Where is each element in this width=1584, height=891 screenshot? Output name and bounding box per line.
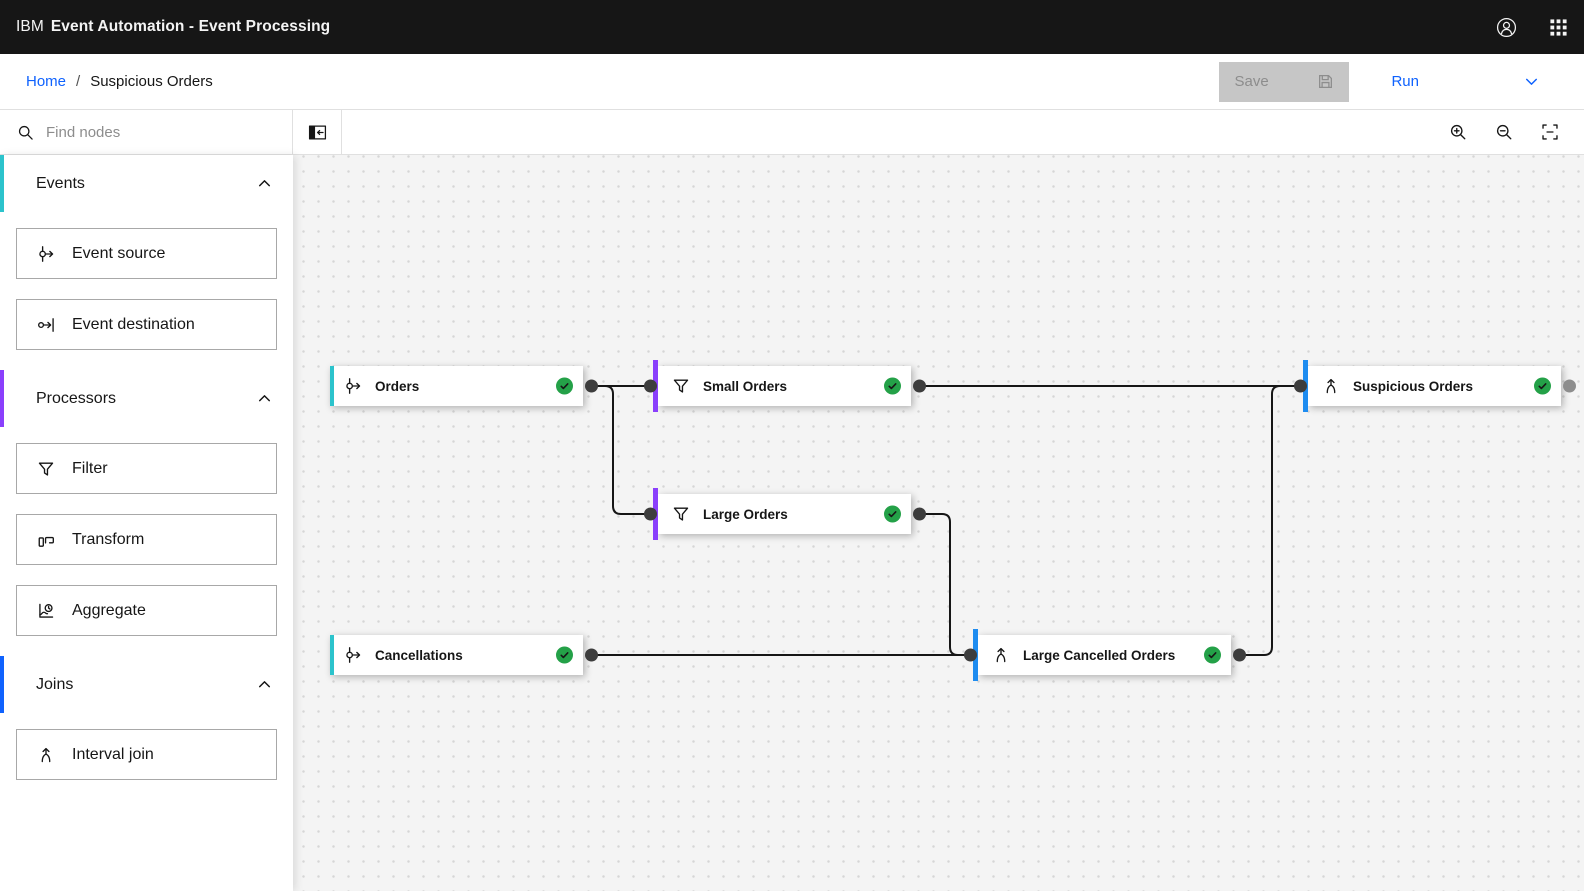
run-button[interactable]: Run [1391,73,1419,90]
palette-item-transform[interactable]: Transform [16,514,277,565]
joins-accent-bar [0,656,4,713]
interval-join-icon [1322,377,1340,395]
search-input[interactable] [46,123,275,141]
zoom-in-icon[interactable] [1438,112,1478,152]
palette-item-label: Transform [72,530,145,548]
node-label: Large Cancelled Orders [1023,647,1176,663]
output-port[interactable] [912,379,926,393]
output-port[interactable] [1562,379,1576,393]
output-port[interactable] [912,507,926,521]
canvas-toolbar [0,110,1584,155]
filter-icon [37,460,55,478]
palette-item-label: Aggregate [72,601,146,619]
node-label: Orders [375,378,420,394]
status-valid-icon [884,505,901,523]
chevron-up-icon[interactable] [256,390,273,407]
search-icon [18,125,33,140]
event-source-icon [344,377,362,395]
palette-item-event-source[interactable]: Event source [16,228,277,279]
breadcrumb-home-link[interactable]: Home [26,73,67,90]
output-port[interactable] [584,648,598,662]
node-large-orders[interactable]: Large Orders [643,488,926,540]
input-port[interactable] [643,379,657,393]
palette-item-event-destination[interactable]: Event destination [16,299,277,350]
node-accent-bar [330,366,334,406]
palette-section-header-processors[interactable]: Processors [0,370,293,427]
edge-orders-to-large-orders[interactable] [590,385,651,515]
input-port[interactable] [1293,379,1307,393]
app-header: IBM Event Automation - Event Processing [0,0,1584,54]
palette-item-aggregate[interactable]: Aggregate [16,585,277,636]
events-accent-bar [0,155,4,212]
breadcrumb-separator: / [76,73,81,90]
node-label: Cancellations [375,647,463,663]
output-port[interactable] [584,379,598,393]
breadcrumb-current-page: Suspicious Orders [90,73,213,90]
zoom-controls [1438,110,1584,154]
filter-icon [672,377,690,395]
save-button-label: Save [1234,73,1269,90]
node-orders[interactable]: Orders [330,366,598,406]
palette-section-label: Events [36,174,85,192]
brand-prefix: IBM [16,18,44,35]
interval-join-icon [992,646,1010,664]
palette-item-filter[interactable]: Filter [16,443,277,494]
save-icon [1319,75,1333,88]
status-valid-icon [1204,646,1221,664]
collapse-palette-icon[interactable] [293,110,342,154]
palette-section-header-events[interactable]: Events [0,155,293,212]
palette-section-header-joins[interactable]: Joins [0,656,293,713]
status-valid-icon [884,377,901,395]
run-dropdown-chevron-icon[interactable] [1523,73,1540,90]
output-port[interactable] [1232,648,1246,662]
palette-item-interval-join[interactable]: Interval join [16,729,277,780]
transform-icon [37,531,55,549]
flow-actions: Save Run [1219,61,1540,102]
event-source-icon [344,646,362,664]
node-label: Small Orders [703,378,788,394]
edge-large-orders-to-large-cancelled-orders[interactable] [918,513,971,656]
breadcrumb-action-bar: Home / Suspicious Orders Save Run [0,54,1584,110]
palette-section-label: Joins [36,675,74,693]
event-destination-icon [37,316,55,334]
node-label: Large Orders [703,506,788,522]
aggregate-icon [37,602,55,620]
chevron-up-icon[interactable] [256,676,273,693]
status-valid-icon [556,377,573,395]
app-title: IBM Event Automation - Event Processing [16,18,330,36]
palette-item-label: Interval join [72,745,154,763]
brand-name: Event Automation - Event Processing [50,18,331,35]
header-global-actions [1480,0,1584,54]
breadcrumb: Home / Suspicious Orders [26,73,213,90]
user-avatar-icon[interactable] [1480,0,1532,54]
processors-accent-bar [0,370,4,427]
node-accent-bar [330,635,334,675]
app-switcher-icon[interactable] [1532,0,1584,54]
find-nodes-search [0,110,293,154]
node-label: Suspicious Orders [1353,378,1474,394]
status-valid-icon [556,646,573,664]
zoom-out-icon[interactable] [1484,112,1524,152]
interval-join-icon [37,746,55,764]
node-suspicious-orders[interactable]: Suspicious Orders [1293,360,1576,412]
status-valid-icon [1534,377,1551,395]
chevron-up-icon[interactable] [256,175,273,192]
node-cancellations[interactable]: Cancellations [330,635,598,675]
node-small-orders[interactable]: Small Orders [643,360,926,412]
event-source-icon [37,245,55,263]
filter-icon [672,505,690,523]
palette-section-label: Processors [36,389,117,407]
input-port[interactable] [643,507,657,521]
palette-item-label: Event source [72,244,166,262]
save-button[interactable]: Save [1219,61,1350,102]
palette-item-label: Filter [72,459,108,477]
palette-item-label: Event destination [72,315,195,333]
input-port[interactable] [963,648,977,662]
fit-to-screen-icon[interactable] [1530,112,1570,152]
node-large-cancelled-orders[interactable]: Large Cancelled Orders [963,629,1246,681]
edge-large-cancelled-orders-to-suspicious-orders[interactable] [1238,385,1301,656]
